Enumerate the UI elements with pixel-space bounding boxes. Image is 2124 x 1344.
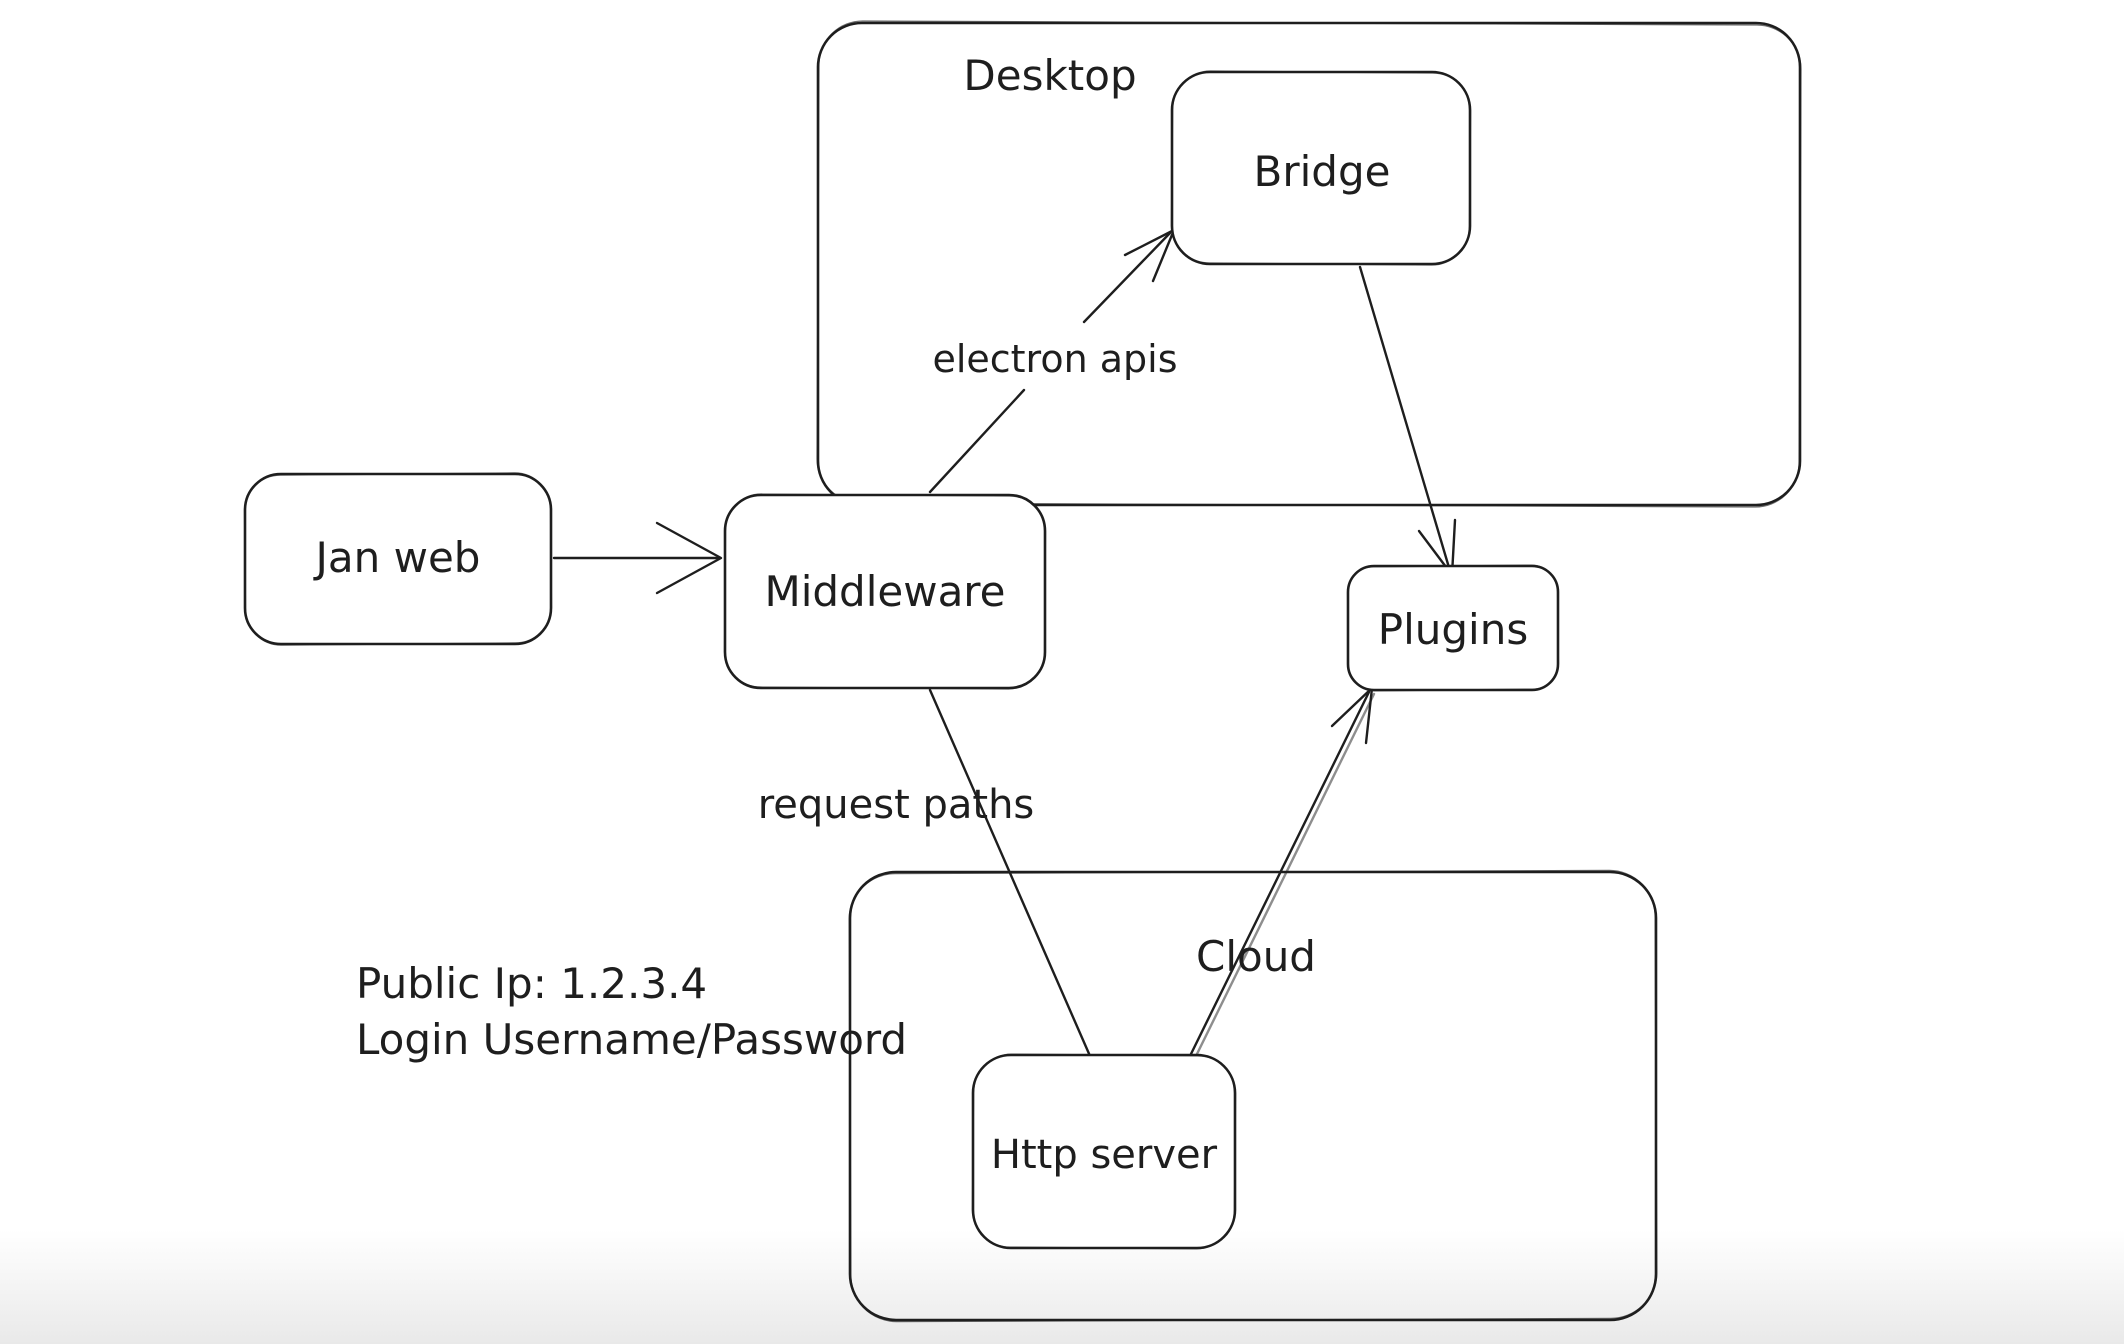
http-server-node[interactable]: Http server <box>971 1053 1237 1250</box>
plugins-label: Plugins <box>1378 605 1528 654</box>
jan-web-node[interactable]: Jan web <box>243 472 553 646</box>
credentials-annotation[interactable]: Public Ip: 1.2.3.4 Login Username/Passwo… <box>356 959 907 1064</box>
http-server-label: Http server <box>991 1132 1218 1178</box>
plugins-node[interactable]: Plugins <box>1346 564 1560 692</box>
edge-middleware-to-bridge[interactable]: electron apis <box>928 228 1178 494</box>
edge-http-server-to-plugins-line-sketch <box>1194 692 1376 1058</box>
public-ip-text: Public Ip: 1.2.3.4 <box>356 959 707 1008</box>
middleware-node[interactable]: Middleware <box>723 493 1047 690</box>
edge-bridge-to-plugins-line <box>1358 265 1452 573</box>
desktop-container[interactable]: Desktop <box>816 20 1802 508</box>
jan-web-label: Jan web <box>313 533 481 582</box>
edge-http-server-to-plugins-line <box>1188 690 1371 1058</box>
bridge-label: Bridge <box>1254 147 1391 196</box>
bridge-box-outline-sketch <box>1170 70 1472 266</box>
edge-middleware-to-bridge-line-upper <box>1082 231 1172 324</box>
middleware-box-outline-sketch <box>723 493 1047 690</box>
edge-bridge-to-plugins[interactable] <box>1358 265 1457 577</box>
cloud-label: Cloud <box>1196 932 1316 981</box>
edge-middleware-to-bridge-line-lower <box>928 388 1026 494</box>
edge-middleware-to-http-server-line <box>928 688 1092 1058</box>
electron-apis-label[interactable]: electron apis <box>932 337 1177 381</box>
cloud-box-outline-sketch <box>848 869 1658 1323</box>
desktop-label: Desktop <box>963 51 1136 100</box>
login-text: Login Username/Password <box>356 1015 907 1064</box>
request-paths-label[interactable]: request paths <box>758 782 1035 828</box>
jan-web-box-outline-sketch <box>243 472 553 646</box>
middleware-label: Middleware <box>764 567 1005 616</box>
desktop-box-outline-sketch <box>816 20 1802 508</box>
bridge-node[interactable]: Bridge <box>1170 70 1472 266</box>
edge-jan-web-to-middleware-arrowhead <box>655 521 723 595</box>
edge-jan-web-to-middleware[interactable] <box>552 521 723 595</box>
http-server-box-outline-sketch <box>971 1053 1237 1250</box>
edge-middleware-to-http-server[interactable]: request paths <box>758 688 1092 1058</box>
cloud-container[interactable]: Cloud <box>848 869 1658 1323</box>
plugins-box-outline-sketch <box>1346 564 1560 692</box>
